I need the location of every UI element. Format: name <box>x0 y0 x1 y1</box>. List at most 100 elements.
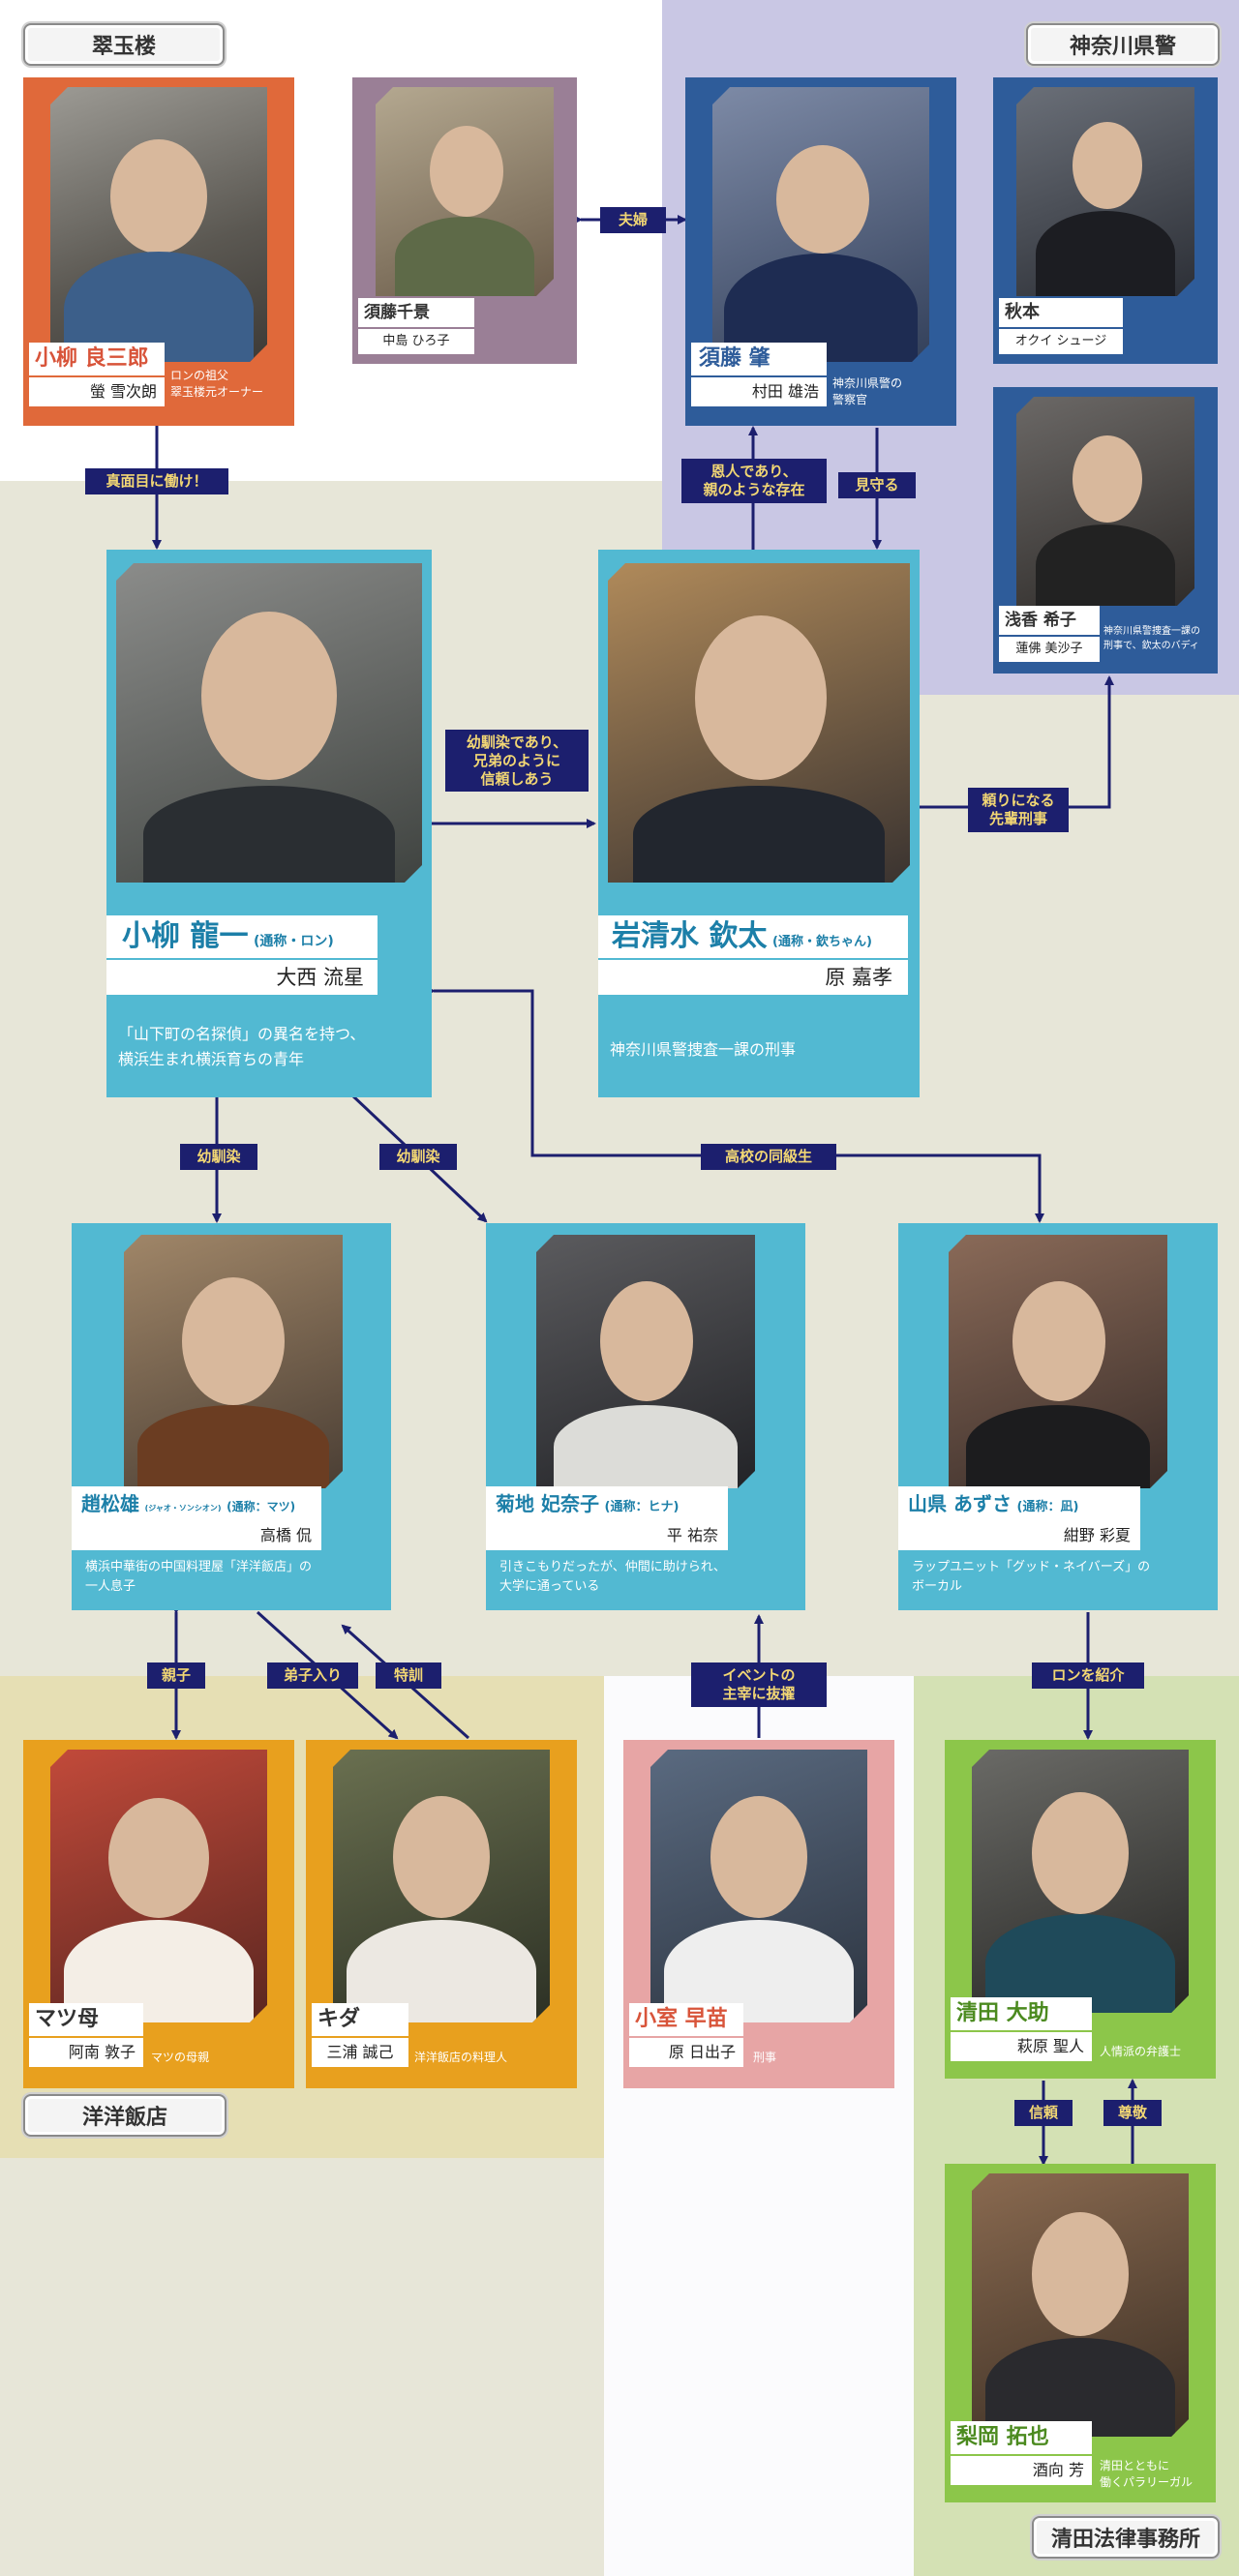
name-iwashimizu-kinta: 岩清水 欽太 <box>612 919 768 953</box>
actor-koyanagi-ryuichi: 大西 流星 <box>106 960 378 995</box>
role-kida-line1: 洋洋飯店の料理人 <box>414 2051 508 2064</box>
name-sudo-hajime: 須藤 肇 <box>691 343 827 375</box>
name-cho-matsuo: 趙松雄 <box>81 1492 139 1515</box>
desc-koyanagi-ryuichi-line1: 「山下町の名探偵」の異名を持つ、 <box>118 1025 366 1043</box>
actor-kikuchi-hinako: 平 祐奈 <box>486 1521 728 1550</box>
card-sudo-chikage[interactable]: 須藤千景 中島 ひろ子 <box>352 77 577 364</box>
portrait-sudo-hajime <box>712 87 929 362</box>
card-koyanagi-ryuichi[interactable]: 小柳 龍一 (通称・ロン) 大西 流星 「山下町の名探偵」の異名を持つ、 横浜生… <box>106 550 432 1097</box>
card-akimoto[interactable]: 秋本 オクイ シュージ <box>993 77 1218 364</box>
role-kiyota-daisuke: 人情派の弁護士 <box>1100 2044 1212 2060</box>
desc-yamagata-azusa-line2: ボーカル <box>912 1579 963 1595</box>
portrait-koyanagi-ryuichi <box>116 563 422 883</box>
role-sudo-hajime-line2: 警察官 <box>832 393 868 407</box>
rel-osananajimi-line3: 信頼しあう <box>480 769 554 788</box>
portrait-kida <box>333 1750 550 2022</box>
rel-oyako-label: 親子 <box>147 1662 205 1689</box>
name-iwashimizu-kinta-plate: 岩清水 欽太 (通称・欽ちゃん) <box>598 915 908 958</box>
actor-akimoto: オクイ シュージ <box>999 329 1123 354</box>
portrait-matsu-haha <box>50 1750 267 2022</box>
card-matsu-haha[interactable]: マツ母 阿南 敦子 マツの母親 <box>23 1740 294 2088</box>
nick-kikuchi-hinako: (通称：ヒナ) <box>604 1500 680 1514</box>
portrait-cho-matsuo <box>124 1235 343 1488</box>
rel-koukou-label: 高校の同級生 <box>701 1144 836 1170</box>
rel-shinrai-label: 信頼 <box>1014 2100 1073 2126</box>
role-asaka-kiko-line1: 神奈川県警捜査一課の <box>1103 626 1200 637</box>
desc-kikuchi-hinako-line1: 引きこもりだったが、仲間に助けられ、 <box>499 1560 726 1574</box>
group-label-kiyota-law: 清田法律事務所 <box>1032 2516 1220 2559</box>
card-kiyota-daisuke[interactable]: 清田 大助 萩原 聖人 人情派の弁護士 <box>945 1740 1216 2079</box>
desc-cho-matsuo-line1: 横浜中華街の中国料理屋「洋洋飯店」の <box>85 1560 313 1574</box>
role-komuro-sanae-line1: 刑事 <box>753 2051 777 2064</box>
card-sudo-hajime[interactable]: 須藤 肇 村田 雄浩 神奈川県警の 警察官 <box>685 77 956 426</box>
rel-ron-shoukai-label: ロンを紹介 <box>1032 1662 1144 1689</box>
card-kikuchi-hinako[interactable]: 菊地 妃奈子 (通称：ヒナ) 平 祐奈 引きこもりだったが、仲間に助けられ、 大… <box>486 1223 805 1610</box>
name-yamagata-azusa-plate: 山県 あずさ (通称：凪) <box>898 1486 1140 1521</box>
desc-koyanagi-ryuichi-line2: 横浜生まれ横浜育ちの青年 <box>118 1049 305 1068</box>
card-komuro-sanae[interactable]: 小室 早苗 原 日出子 刑事 <box>623 1740 894 2088</box>
rel-sonkei-label: 尊敬 <box>1103 2100 1162 2126</box>
name-yamagata-azusa: 山県 あずさ <box>908 1492 1012 1515</box>
desc-kikuchi-hinako: 引きこもりだったが、仲間に助けられ、 大学に通っている <box>499 1558 803 1597</box>
role-koyanagi-ryozaburo-line2: 翠玉楼元オーナー <box>170 385 264 400</box>
desc-iwashimizu-kinta: 神奈川県警捜査一課の刑事 <box>610 1037 912 1063</box>
role-kiyota-daisuke-line1: 人情派の弁護士 <box>1100 2045 1182 2058</box>
name-cho-matsuo-plate: 趙松雄 (ジャオ・ソンシオン) (通称：マツ) <box>72 1486 321 1521</box>
role-nashioka-takuya: 清田とともに 働くパラリーガル <box>1100 2458 1212 2492</box>
role-asaka-kiko: 神奈川県警捜査一課の 刑事で、欽太のバディ <box>1103 625 1218 653</box>
rel-onjin-line2: 親のような存在 <box>703 480 805 498</box>
card-cho-matsuo[interactable]: 趙松雄 (ジャオ・ソンシオン) (通称：マツ) 高橋 侃 横浜中華街の中国料理屋… <box>72 1223 391 1610</box>
rel-osananajimi-line1: 幼馴染であり、 <box>466 734 568 751</box>
portrait-sudo-chikage <box>376 87 554 296</box>
actor-kida: 三浦 誠己 <box>312 2038 408 2067</box>
ruby-cho-matsuo: (ジャオ・ソンシオン) <box>144 1504 222 1513</box>
rel-majime-label: 真面目に働け！ <box>85 468 228 494</box>
desc-yamagata-azusa-line1: ラップユニット「グッド・ネイバーズ」の <box>912 1560 1151 1574</box>
portrait-komuro-sanae <box>650 1750 867 2022</box>
rel-osananajimi-label: 幼馴染であり、 兄弟のように 信頼しあう <box>445 730 589 793</box>
name-kikuchi-hinako-plate: 菊地 妃奈子 (通称：ヒナ) <box>486 1486 728 1521</box>
card-yamagata-azusa[interactable]: 山県 あずさ (通称：凪) 紺野 彩夏 ラップユニット「グッド・ネイバーズ」の … <box>898 1223 1218 1610</box>
desc-yamagata-azusa: ラップユニット「グッド・ネイバーズ」の ボーカル <box>912 1558 1216 1597</box>
name-kikuchi-hinako: 菊地 妃奈子 <box>496 1492 599 1515</box>
actor-matsu-haha: 阿南 敦子 <box>29 2038 143 2067</box>
name-kida: キダ <box>312 2003 408 2036</box>
portrait-iwashimizu-kinta <box>608 563 910 883</box>
actor-iwashimizu-kinta: 原 嘉孝 <box>598 960 908 995</box>
name-akimoto: 秋本 <box>999 298 1123 327</box>
name-koyanagi-ryozaburo: 小柳 良三郎 <box>29 343 165 375</box>
rel-osananajimi-hina-label: 幼馴染 <box>379 1144 457 1170</box>
group-label-kanagawa-police: 神奈川県警 <box>1026 23 1220 66</box>
role-asaka-kiko-line2: 刑事で、欽太のバディ <box>1103 640 1199 651</box>
desc-koyanagi-ryuichi: 「山下町の名探偵」の異名を持つ、 横浜生まれ横浜育ちの青年 <box>118 1022 424 1071</box>
actor-cho-matsuo: 高橋 侃 <box>72 1521 321 1550</box>
card-iwashimizu-kinta[interactable]: 岩清水 欽太 (通称・欽ちゃん) 原 嘉孝 神奈川県警捜査一課の刑事 <box>598 550 920 1097</box>
desc-iwashimizu-kinta-line1: 神奈川県警捜査一課の刑事 <box>610 1040 797 1059</box>
role-nashioka-takuya-line2: 働くパラリーガル <box>1100 2475 1194 2490</box>
desc-cho-matsuo-line2: 一人息子 <box>85 1579 136 1595</box>
actor-asaka-kiko: 蓮佛 美沙子 <box>999 637 1100 662</box>
card-kida[interactable]: キダ 三浦 誠己 洋洋飯店の料理人 <box>306 1740 577 2088</box>
portrait-yamagata-azusa <box>949 1235 1167 1488</box>
rel-tayori-line2: 先輩刑事 <box>988 809 1047 827</box>
rel-fuufu-label: 夫婦 <box>600 207 666 233</box>
actor-sudo-hajime: 村田 雄浩 <box>691 377 827 406</box>
card-koyanagi-ryozaburo[interactable]: 小柳 良三郎 螢 雪次朗 ロンの祖父 翠玉楼元オーナー <box>23 77 294 426</box>
role-matsu-haha: マツの母親 <box>151 2050 287 2066</box>
name-koyanagi-ryuichi-plate: 小柳 龍一 (通称・ロン) <box>106 915 378 958</box>
role-koyanagi-ryozaburo-line1: ロンの祖父 <box>170 369 229 382</box>
desc-cho-matsuo: 横浜中華街の中国料理屋「洋洋飯店」の 一人息子 <box>85 1558 389 1597</box>
card-nashioka-takuya[interactable]: 梨岡 拓也 酒向 芳 清田とともに 働くパラリーガル <box>945 2164 1216 2502</box>
name-komuro-sanae: 小室 早苗 <box>629 2003 743 2036</box>
name-matsu-haha: マツ母 <box>29 2003 143 2036</box>
rel-tokkun-label: 特訓 <box>376 1662 441 1689</box>
rel-onjin-label: 恩人であり、 親のような存在 <box>681 459 827 503</box>
group-label-yoyo-hanten: 洋洋飯店 <box>23 2094 227 2137</box>
card-asaka-kiko[interactable]: 浅香 希子 蓮佛 美沙子 神奈川県警捜査一課の 刑事で、欽太のバディ <box>993 387 1218 674</box>
actor-koyanagi-ryozaburo: 螢 雪次朗 <box>29 377 165 406</box>
nick-koyanagi-ryuichi: (通称・ロン) <box>254 934 334 949</box>
rel-tayori-line1: 頼りになる <box>982 792 1055 809</box>
desc-kikuchi-hinako-line2: 大学に通っている <box>499 1579 600 1595</box>
role-sudo-hajime: 神奈川県警の 警察官 <box>832 375 952 409</box>
role-matsu-haha-line1: マツの母親 <box>151 2051 210 2064</box>
